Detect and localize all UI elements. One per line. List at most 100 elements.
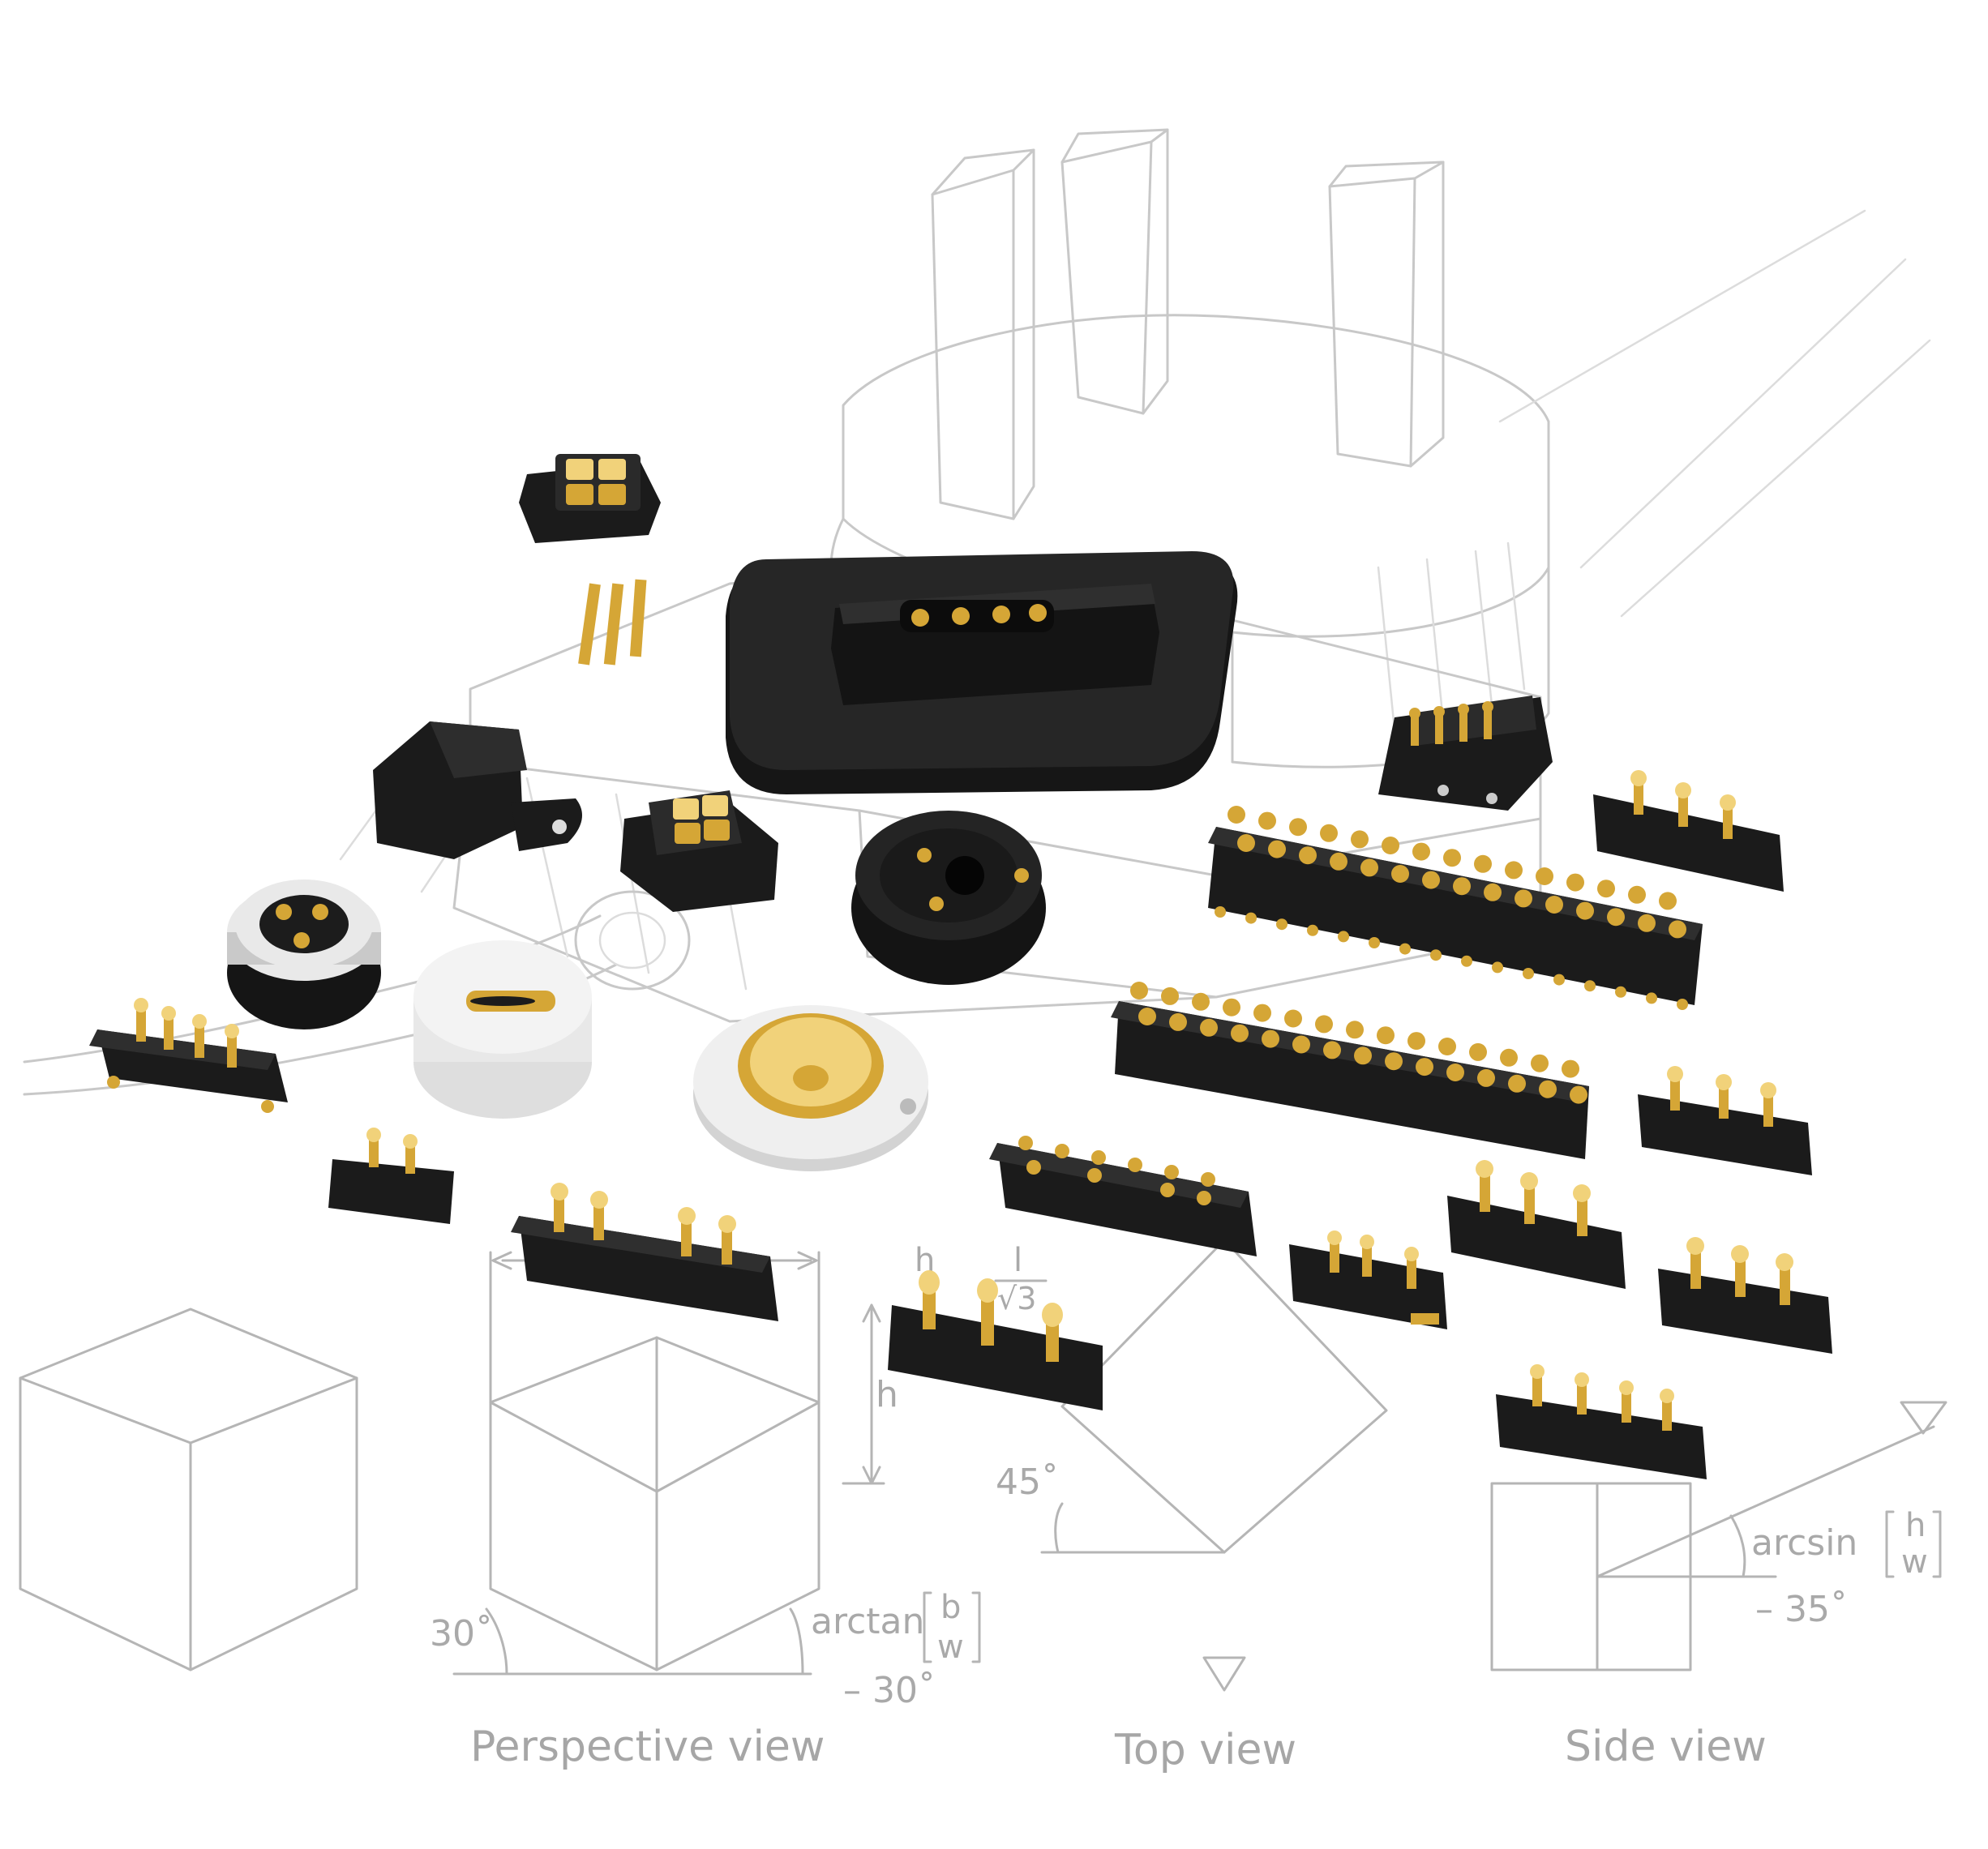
two-pin-block [328,1128,454,1224]
header-pin [1258,811,1276,830]
perspective-view-drawing [452,1251,885,1676]
header-pin-tail [1276,918,1287,931]
header-pin-tail [1677,999,1688,1010]
header-pin [1228,806,1245,824]
header-pin [1412,842,1430,861]
quad-pad-block-connector [620,790,778,912]
header-pin [1292,1035,1310,1054]
perspective-dim-h: h [876,1374,898,1415]
header-pin [1130,982,1148,999]
perspective-formula: arctan b w – 30˚ [811,1589,981,1711]
header-pin [1299,846,1317,865]
large-multi-pin-header-1 [1208,806,1703,1010]
header-pin [1416,1058,1433,1076]
header-pin [1607,908,1625,927]
side-view-drawing [1490,1401,1947,1671]
header-pin-tail [1369,937,1380,948]
header-pin [1477,1068,1495,1087]
caption-top-view: Top view [1114,1726,1296,1774]
header-pin [1505,861,1523,880]
formula-top-l: l [1013,1242,1022,1279]
header-pin [1438,1038,1456,1055]
header-pin [1545,896,1563,914]
header-pin [1315,1015,1333,1034]
header-pin [1453,877,1471,896]
header-pin [1231,1024,1249,1042]
header-pin [1268,840,1286,858]
three-pin-right-middle [1638,1066,1812,1175]
header-pin [1382,837,1399,854]
header-pin [1628,885,1646,904]
header-pin [1638,914,1656,932]
perspective-formula-result: – 30˚ [843,1670,936,1711]
header-pin-tail [1430,949,1442,961]
perspective-formula-num: b [940,1589,961,1626]
header-pin [1515,889,1532,908]
three-pin-right-top [1593,770,1784,892]
header-pin-tail [1492,961,1503,974]
header-pin [1200,1018,1218,1037]
header-pin [1346,1021,1364,1039]
header-pin [1262,1029,1279,1048]
three-pin-right-bottom [1658,1237,1832,1354]
silver-round-three-pin-connector [227,880,381,1029]
header-pin-tail [1338,931,1349,943]
side-formula-num: h [1905,1507,1926,1544]
header-pin [1237,834,1255,852]
side-formula: arcsin h w – 35˚ [1751,1507,1942,1630]
header-pin [1323,1041,1341,1059]
header-pin [1531,1054,1549,1072]
header-pin [1669,920,1686,939]
header-pin [1566,873,1584,892]
header-pin [1391,865,1409,883]
header-pin [1570,1085,1587,1104]
header-pin-tail [1553,974,1565,986]
round-black-magnetic-connector [851,811,1046,985]
header-pin [1474,854,1492,873]
three-pin-tall-connector [888,1270,1103,1410]
header-pin [1536,867,1553,885]
side-formula-den: w [1901,1543,1928,1581]
dock-pad-connector [726,551,1238,794]
caption-perspective-view: Perspective view [470,1723,825,1771]
header-pin [1360,858,1378,877]
header-pin-tail [1399,943,1411,955]
header-pin-tail [1615,986,1626,998]
side-view-marker-icon [1900,1401,1947,1435]
header-pin [1484,883,1502,901]
header-pin [1330,852,1347,871]
header-pin-tail [1215,906,1226,918]
top-view-marker-icon [1202,1656,1246,1692]
silver-slot-connector [413,940,592,1119]
four-pin-strip-bottom [511,1183,778,1321]
header-pin [1284,1009,1302,1028]
header-pin-tail [1307,924,1318,936]
header-pin [1289,818,1307,837]
header-pin [1576,901,1594,920]
three-pin-smt-connector [1289,1231,1447,1329]
header-pin [1469,1042,1487,1061]
header-pin-tail [1584,980,1596,992]
eight-pin-connector [989,1136,1257,1256]
side-formula-result: – 35˚ [1755,1589,1848,1630]
header-pin [1446,1064,1464,1081]
perspective-formula-prefix: arctan [811,1601,924,1642]
header-pin [1169,1012,1187,1031]
header-pin [1354,1046,1372,1065]
quad-pad-pin-connector [519,454,661,666]
header-pin-tail [1646,992,1657,1004]
perspective-formula-den: w [937,1629,964,1666]
header-pin [1539,1080,1557,1098]
header-pin [1223,998,1240,1017]
caption-side-view: Side view [1565,1723,1767,1771]
cube-drawing-left [19,1308,358,1671]
large-multi-pin-header-2 [1111,982,1589,1159]
header-pin [1597,880,1615,898]
header-pin [1500,1048,1518,1067]
enclosed-box-connector [373,721,582,859]
header-pin [1407,1032,1425,1051]
top-angle: 45˚ [996,1462,1059,1503]
header-pin [1192,992,1210,1011]
header-pin [1253,1004,1271,1022]
